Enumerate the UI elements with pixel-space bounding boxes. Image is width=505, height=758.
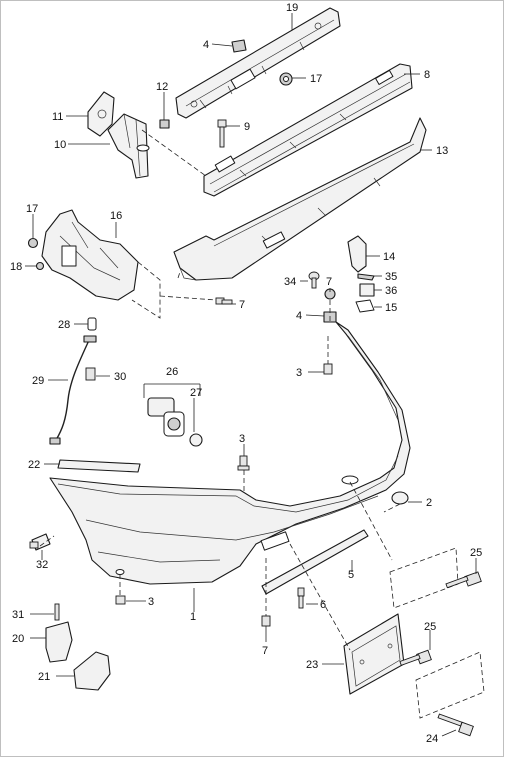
callout-15: 15 <box>385 302 397 314</box>
callout-1: 1 <box>190 611 196 623</box>
callout-labels: 19 4 17 8 12 9 11 10 13 16 17 18 14 35 3… <box>10 2 482 745</box>
callout-4-upper: 4 <box>203 39 209 51</box>
part-8-bumper-beam <box>203 63 413 197</box>
callout-19: 19 <box>286 2 298 14</box>
callout-3-upper: 3 <box>296 367 302 379</box>
part-29-wiring-harness <box>49 335 97 445</box>
part-20-reflector-housing <box>45 621 73 663</box>
part-17-nut-upper <box>279 72 293 86</box>
callout-7-lower: 7 <box>262 645 268 657</box>
part-6-bolt <box>297 587 305 609</box>
assembly-dashed-lines <box>39 129 401 651</box>
callout-5: 5 <box>348 569 354 581</box>
part-16-side-bracket <box>41 209 139 301</box>
callout-11: 11 <box>52 111 63 123</box>
callout-10: 10 <box>54 139 66 151</box>
part-24-bolt <box>437 713 474 737</box>
callout-24: 24 <box>426 733 438 745</box>
callout-8: 8 <box>424 69 430 81</box>
part-17-nut-left <box>27 237 39 249</box>
callout-17-upper: 17 <box>310 73 322 85</box>
callout-9: 9 <box>244 121 250 133</box>
callout-29: 29 <box>32 375 44 387</box>
part-18-screw-left <box>35 261 45 271</box>
part-4-clip-upper <box>231 39 247 53</box>
part-11-mounting-plate <box>87 91 115 137</box>
callout-4-right: 4 <box>296 310 302 322</box>
callout-27: 27 <box>190 387 202 399</box>
leader-lines <box>25 13 477 737</box>
license-plate-outline-upper <box>389 547 459 609</box>
callout-17-left: 17 <box>26 203 38 215</box>
part-28-grommet <box>87 317 97 331</box>
part-3-screw-lower <box>115 595 126 605</box>
callout-25-lower: 25 <box>424 621 436 633</box>
part-3-screw-upper <box>323 363 333 375</box>
part-30-clip <box>85 367 96 381</box>
part-13-energy-absorber <box>173 117 427 281</box>
callout-25-upper: 25 <box>470 547 482 559</box>
part-35-clip <box>357 273 375 281</box>
part-7-bolt-lower <box>261 615 271 627</box>
part-14-side-guide <box>347 235 367 273</box>
part-2-tow-eye-cover <box>391 491 409 505</box>
part-3-screw-middle <box>237 455 250 471</box>
part-32-push-clip <box>29 533 51 551</box>
part-10-crash-tube <box>107 113 150 179</box>
callout-18: 18 <box>10 261 22 273</box>
part-12-nut <box>159 119 170 129</box>
callout-36: 36 <box>385 285 397 297</box>
part-25-bolt-upper <box>445 571 482 589</box>
part-23-license-plate-bracket <box>343 613 405 695</box>
part-1-bumper-cover <box>49 321 411 585</box>
callout-23: 23 <box>306 659 318 671</box>
callout-28: 28 <box>58 319 70 331</box>
part-31-pin <box>54 603 60 621</box>
part-22-trim-strip <box>57 459 141 473</box>
part-36-bracket <box>359 283 375 297</box>
callout-22: 22 <box>28 459 40 471</box>
callout-35: 35 <box>385 271 397 283</box>
callout-14: 14 <box>383 251 395 263</box>
callout-3-lower: 3 <box>148 596 154 608</box>
callout-2: 2 <box>426 497 432 509</box>
part-25-bolt-lower <box>399 649 432 666</box>
part-21-reflector <box>73 651 111 691</box>
callout-6: 6 <box>320 599 326 611</box>
part-9-bolt <box>217 119 227 148</box>
part-27-sensor <box>189 433 203 447</box>
callout-21: 21 <box>38 671 50 683</box>
callout-7-right: 7 <box>326 276 332 288</box>
part-15-clip <box>355 299 375 313</box>
callout-3-middle: 3 <box>239 433 245 445</box>
callout-30: 30 <box>114 371 126 383</box>
callout-20: 20 <box>12 633 24 645</box>
part-5-lower-strip <box>261 529 369 595</box>
part-34-screw <box>308 271 320 289</box>
callout-7-center: 7 <box>239 299 245 311</box>
callout-31: 31 <box>12 609 24 621</box>
callout-34: 34 <box>284 276 296 288</box>
callout-13: 13 <box>436 145 448 157</box>
callout-26: 26 <box>166 366 178 378</box>
part-26-sensor-holder <box>147 397 185 437</box>
part-7-bolt-center <box>215 297 233 305</box>
callout-16: 16 <box>110 210 122 222</box>
callout-12: 12 <box>156 81 168 93</box>
callout-32: 32 <box>36 559 48 571</box>
part-19-upper-bracket <box>175 7 341 119</box>
